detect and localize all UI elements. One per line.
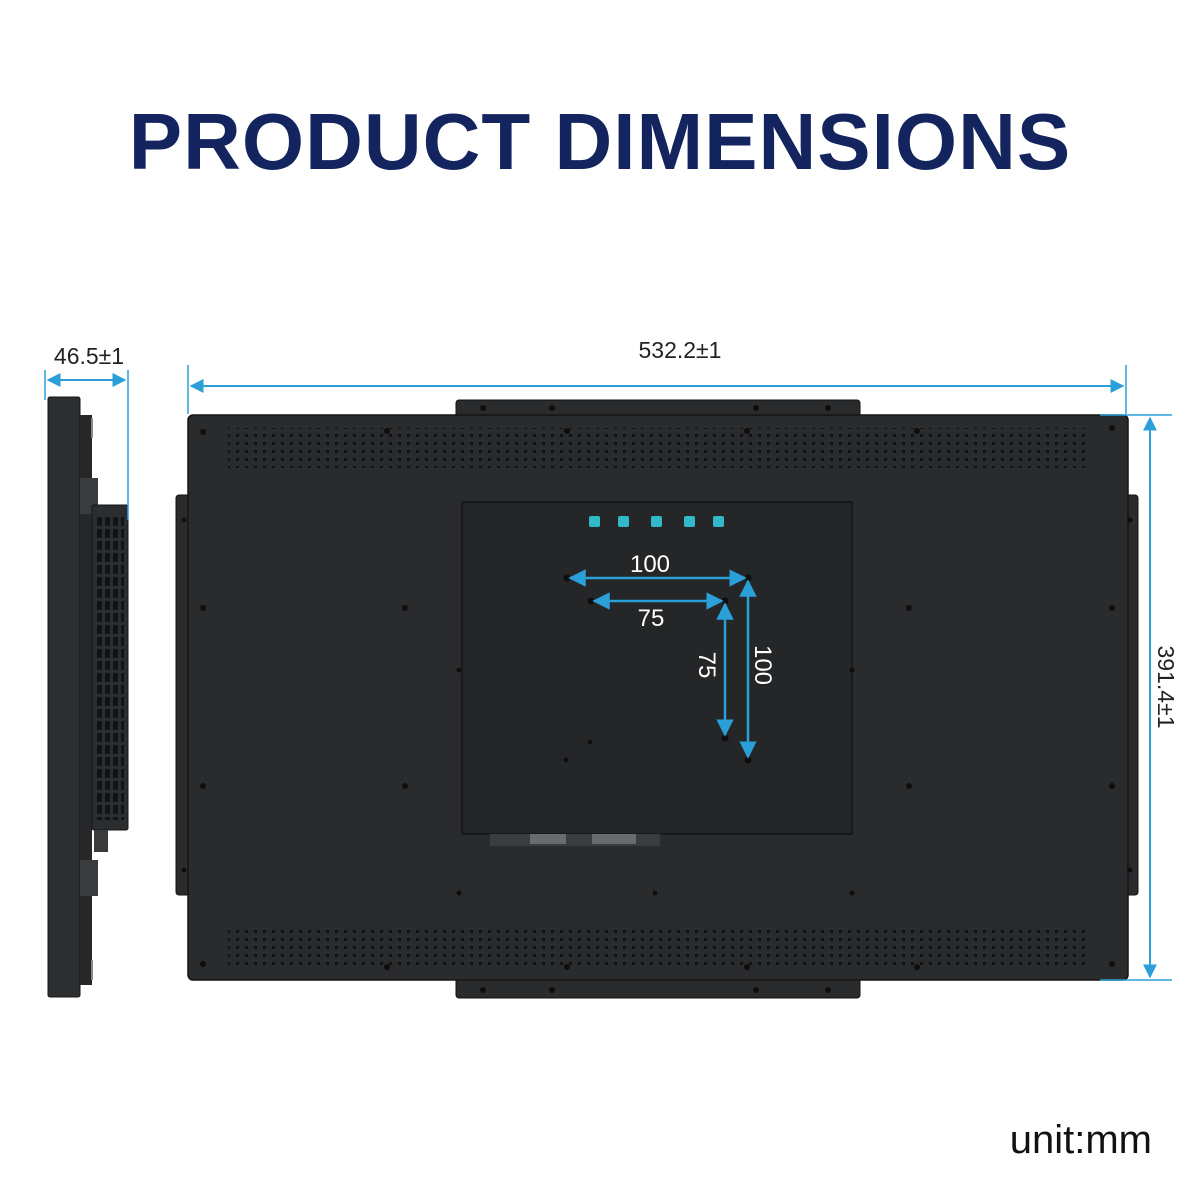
vesa-small-horizontal-label: 75 [638,605,665,632]
depth-dimension-line [44,370,129,520]
side-view [47,396,129,998]
width-label: 532.2±1 [639,337,722,363]
depth-label: 46.5±1 [54,343,124,369]
width-dimension-line [187,365,1127,414]
menu-button-icon [589,516,600,527]
height-label: 391.4±1 [1153,646,1179,729]
vesa-dimension-lines [568,569,757,759]
height-dimension-line [1100,414,1172,981]
vesa-large-vertical-label: 100 [749,645,776,685]
screw-holes [181,405,1133,993]
minus-button-icon [651,516,662,527]
monitor-back-panel [175,399,1139,999]
io-connectors [490,834,660,846]
plus-button-icon [618,516,629,527]
unit-label: unit:mm [1009,1118,1152,1162]
control-buttons [589,516,724,527]
vesa-large-horizontal-label: 100 [630,551,670,578]
auto-button-icon [684,516,695,527]
page-title: PRODUCT DIMENSIONS [128,97,1072,186]
power-button-icon [713,516,724,527]
vesa-small-vertical-label: 75 [693,652,720,679]
